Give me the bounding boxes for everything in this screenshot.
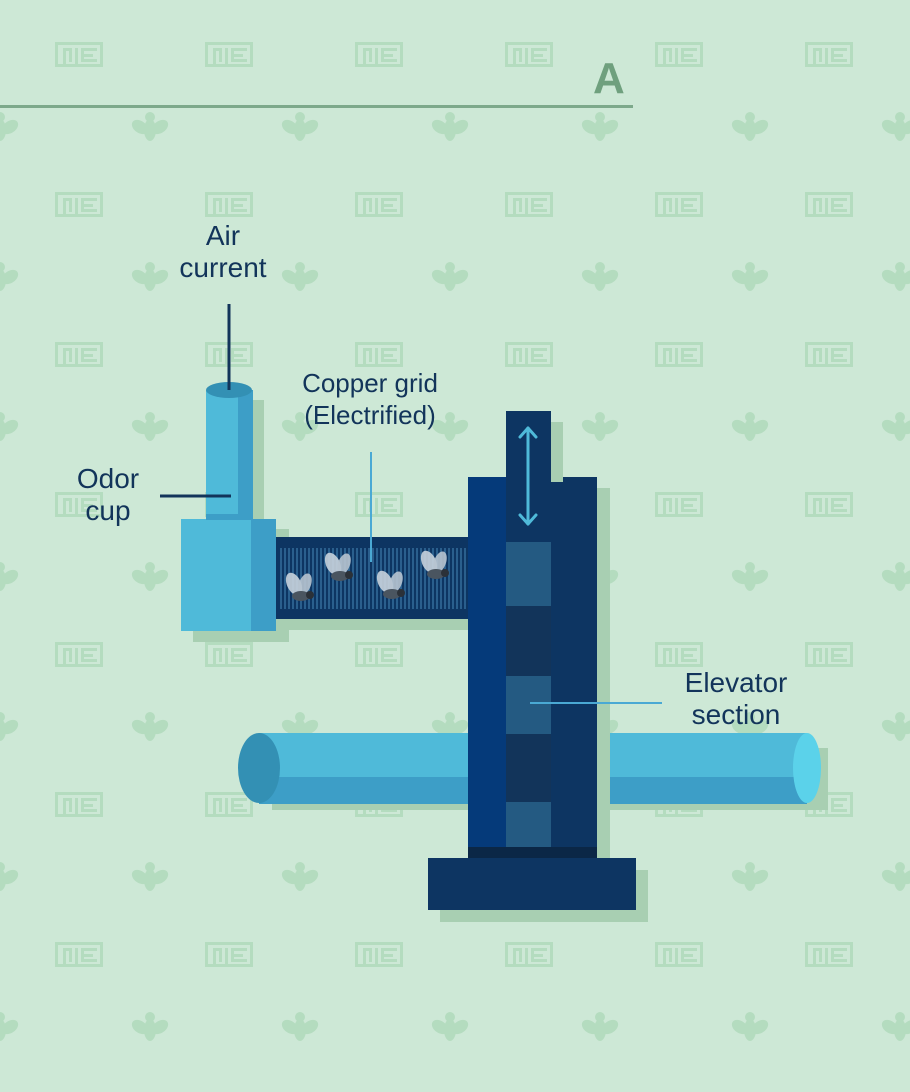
header-rule: [0, 105, 633, 108]
odor-cup: [181, 514, 289, 642]
elevator-section-label-line-2: section: [691, 699, 781, 730]
air-current-label-line-2: current: [179, 252, 267, 283]
elevator-segments: [506, 542, 551, 849]
panel-letter: A: [593, 54, 625, 103]
odor-cup-label: Odor cup: [58, 463, 158, 527]
copper-grid-label: Copper grid (Electrified): [280, 367, 460, 431]
odor-cup-label-line-1: Odor: [76, 463, 140, 494]
copper-grid-chamber: [276, 537, 484, 630]
copper-grid-label-line-2: (Electrified): [304, 400, 436, 430]
double-arrow-icon: [518, 426, 538, 526]
air-current-label-line-1: Air: [205, 220, 241, 251]
elevator-section-label: Elevator section: [668, 667, 804, 731]
elevator-section-label-line-1: Elevator: [684, 667, 788, 698]
air-current-tube: [206, 382, 264, 530]
tube-left-end: [238, 733, 280, 803]
tube-right-end: [793, 733, 821, 803]
air-current-label: Air current: [163, 220, 283, 284]
elevator-section: [468, 411, 610, 860]
elevator-base: [428, 858, 648, 922]
copper-grid-label-line-1: Copper grid: [302, 368, 438, 398]
odor-cup-label-line-2: cup: [85, 495, 131, 526]
